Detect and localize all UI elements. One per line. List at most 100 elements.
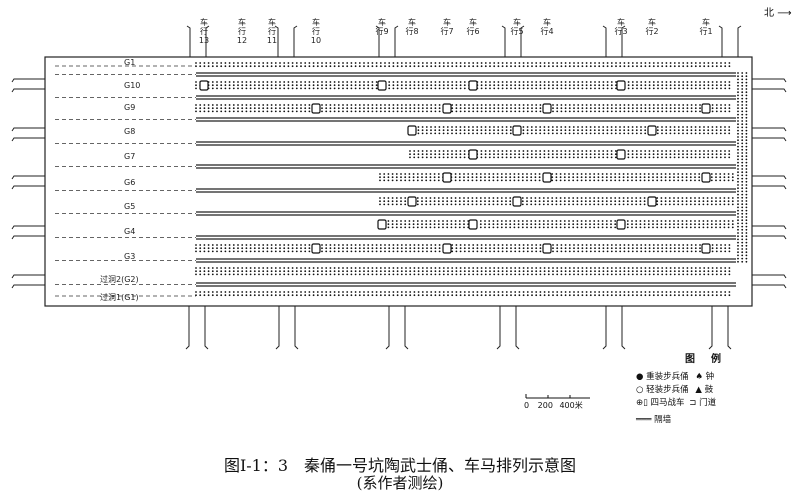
warrior-1 bbox=[552, 81, 554, 83]
legend-light-label: 轻装步兵俑 bbox=[646, 385, 689, 395]
warrior-2 bbox=[610, 104, 613, 106]
warrior-vanguard bbox=[745, 100, 748, 103]
warrior-vanguard bbox=[737, 238, 739, 241]
warrior-2 bbox=[489, 110, 491, 113]
warrior-5 bbox=[719, 179, 722, 182]
warrior-3 bbox=[535, 129, 537, 132]
warrior-1 bbox=[316, 87, 319, 90]
warrior-1 bbox=[421, 84, 424, 87]
warrior-1 bbox=[480, 87, 483, 90]
warrior-1 bbox=[673, 87, 676, 90]
warrior-9 bbox=[493, 267, 496, 269]
warrior-8 bbox=[237, 250, 239, 253]
warrior-0 bbox=[342, 65, 344, 68]
warrior-7 bbox=[425, 220, 428, 222]
warrior-vanguard bbox=[741, 126, 744, 129]
warrior-8 bbox=[207, 244, 210, 246]
chariot-row-label: 车行12 bbox=[236, 18, 248, 45]
warrior-7 bbox=[673, 220, 675, 222]
warrior-1 bbox=[274, 81, 277, 83]
warrior-2 bbox=[480, 110, 483, 113]
warrior-4 bbox=[648, 150, 651, 152]
west-gate-1 bbox=[11, 78, 45, 93]
warrior-0 bbox=[678, 65, 680, 68]
warrior-10 bbox=[363, 294, 365, 297]
warrior-5 bbox=[517, 173, 520, 175]
warrior-5 bbox=[673, 179, 675, 182]
warrior-1 bbox=[636, 87, 638, 90]
warrior-0 bbox=[615, 62, 617, 64]
warrior-4 bbox=[425, 156, 428, 159]
warrior-8 bbox=[413, 244, 416, 246]
warrior-6 bbox=[580, 197, 583, 199]
warrior-5 bbox=[421, 173, 423, 175]
warrior-vanguard bbox=[745, 116, 748, 119]
warrior-8 bbox=[266, 250, 269, 253]
warrior-0 bbox=[522, 65, 525, 68]
warrior-8 bbox=[615, 250, 617, 253]
warrior-7 bbox=[538, 226, 541, 229]
warrior-10 bbox=[358, 294, 361, 297]
warrior-9 bbox=[447, 270, 449, 273]
warrior-0 bbox=[253, 65, 256, 68]
warrior-8 bbox=[489, 247, 491, 250]
warrior-1 bbox=[610, 87, 613, 90]
warrior-9 bbox=[505, 270, 508, 273]
warrior-1 bbox=[564, 84, 567, 87]
warrior-0 bbox=[468, 65, 470, 68]
warrior-1 bbox=[312, 81, 315, 83]
warrior-9 bbox=[400, 267, 403, 269]
warrior-10 bbox=[585, 291, 588, 293]
warrior-0 bbox=[245, 65, 248, 68]
warrior-8 bbox=[321, 244, 323, 246]
warrior-4 bbox=[719, 150, 722, 152]
warrior-6 bbox=[706, 197, 709, 199]
warrior-4 bbox=[421, 150, 424, 152]
warrior-8 bbox=[539, 247, 542, 250]
warrior-9 bbox=[543, 270, 546, 273]
warrior-10 bbox=[543, 291, 546, 293]
warrior-8 bbox=[304, 250, 307, 253]
warrior-9 bbox=[707, 267, 710, 269]
warrior-9 bbox=[283, 273, 286, 276]
warrior-2 bbox=[673, 107, 676, 110]
warrior-8 bbox=[367, 250, 370, 253]
warrior-7 bbox=[517, 223, 520, 226]
warrior-8 bbox=[245, 250, 248, 253]
warrior-10 bbox=[690, 291, 693, 293]
warrior-1 bbox=[556, 87, 559, 90]
warrior-vanguard bbox=[741, 78, 744, 81]
east-gate-2 bbox=[752, 127, 787, 142]
warrior-10 bbox=[505, 291, 508, 293]
warrior-6 bbox=[526, 200, 528, 203]
warrior-9 bbox=[438, 273, 441, 276]
warrior-8 bbox=[644, 247, 647, 250]
warrior-10 bbox=[304, 291, 307, 293]
warrior-8 bbox=[560, 250, 563, 253]
warrior-8 bbox=[417, 247, 420, 250]
warrior-4 bbox=[724, 153, 726, 156]
warrior-7 bbox=[572, 223, 575, 226]
warrior-1 bbox=[657, 81, 659, 83]
warrior-3 bbox=[589, 129, 592, 132]
warrior-6 bbox=[685, 197, 688, 199]
warrior-vanguard bbox=[745, 123, 748, 126]
warrior-5 bbox=[568, 179, 570, 182]
warrior-10 bbox=[690, 294, 693, 297]
warrior-vanguard bbox=[741, 235, 744, 238]
warrior-3 bbox=[434, 126, 437, 128]
warrior-vanguard bbox=[737, 104, 739, 106]
warrior-8 bbox=[577, 244, 580, 246]
warrior-2 bbox=[400, 104, 403, 106]
warrior-1 bbox=[400, 81, 403, 83]
warrior-2 bbox=[253, 110, 256, 113]
warrior-2 bbox=[270, 110, 273, 113]
warrior-8 bbox=[333, 244, 336, 246]
warrior-10 bbox=[472, 294, 475, 297]
warrior-10 bbox=[547, 294, 550, 297]
warrior-vanguard bbox=[737, 152, 739, 154]
warrior-0 bbox=[447, 65, 449, 68]
warrior-8 bbox=[451, 250, 454, 253]
warrior-5 bbox=[580, 173, 583, 175]
warrior-2 bbox=[686, 110, 689, 113]
